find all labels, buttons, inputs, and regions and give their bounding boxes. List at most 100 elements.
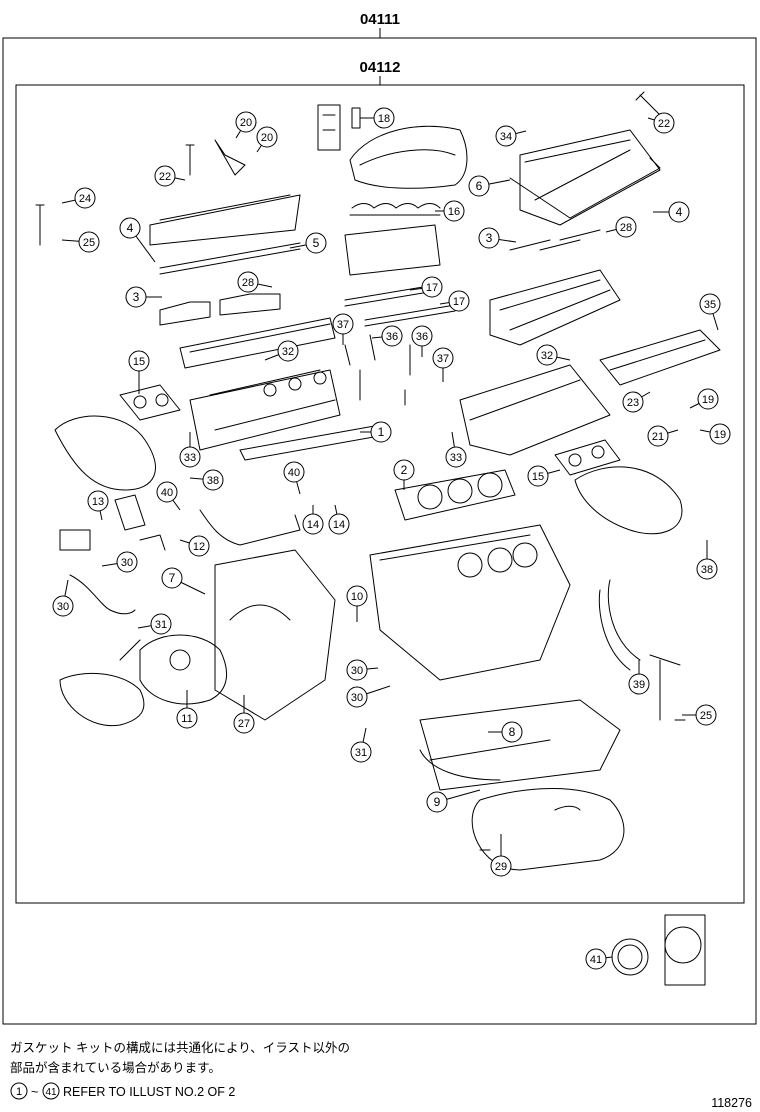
callout-33: 33	[179, 432, 201, 468]
callout-number: 1	[378, 425, 385, 439]
callout-number: 7	[169, 571, 176, 585]
callout-number: 5	[313, 236, 320, 250]
callout-22: 22	[647, 112, 675, 134]
callout-circle	[647, 425, 669, 447]
refer-tilde: ~	[31, 1085, 38, 1099]
callout-25: 25	[61, 231, 100, 253]
callout-34: 34	[495, 125, 527, 147]
callout-36: 36	[371, 325, 403, 347]
callout-number: 12	[193, 541, 205, 553]
callout-38: 38	[189, 469, 224, 491]
callout-circle	[161, 567, 183, 589]
callout-circle	[490, 855, 512, 877]
callout-circle	[87, 490, 109, 512]
callout-circle	[188, 535, 210, 557]
callout-circle	[125, 286, 147, 308]
callout-4: 4	[653, 201, 690, 223]
callout-number: 38	[207, 475, 219, 487]
callout-16: 16	[435, 200, 465, 222]
callout-9: 9	[426, 789, 481, 813]
callout-number: 16	[448, 206, 460, 218]
callout-circle	[697, 388, 719, 410]
callout-17: 17	[409, 276, 443, 298]
callout-number: 39	[633, 679, 645, 691]
callout-1: 1	[360, 421, 392, 443]
callout-circle	[536, 344, 558, 366]
callout-number: 25	[700, 710, 712, 722]
callout-circle	[448, 290, 470, 312]
callout-number: 35	[704, 299, 716, 311]
callout-30: 30	[346, 685, 391, 708]
callout-number: 22	[159, 171, 171, 183]
callout-38: 38	[696, 540, 718, 580]
callout-15: 15	[527, 465, 561, 487]
callout-circle	[346, 686, 368, 708]
callout-number: 30	[351, 692, 363, 704]
callout-number: 19	[702, 394, 714, 406]
callout-circle	[668, 201, 690, 223]
callout-circle	[350, 741, 372, 763]
callout-circle	[622, 391, 644, 413]
callout-4: 4	[119, 217, 156, 263]
callout-circle	[74, 187, 96, 209]
callout-24: 24	[61, 187, 96, 209]
callout-40: 40	[156, 481, 181, 511]
callout-number: 30	[57, 601, 69, 613]
callout-circle	[156, 481, 178, 503]
callout-circle	[695, 704, 717, 726]
callout-number: 36	[386, 331, 398, 343]
callout-circle	[302, 513, 324, 535]
callout-number: 20	[240, 117, 252, 129]
callout-number: 18	[378, 113, 390, 125]
callout-31: 31	[350, 727, 372, 763]
callout-41: 41	[585, 948, 613, 970]
callout-number: 17	[426, 282, 438, 294]
callout-number: 21	[652, 431, 664, 443]
callout-8: 8	[488, 721, 523, 743]
callout-33: 33	[445, 431, 467, 468]
callout-number: 38	[701, 564, 713, 576]
callout-circle	[235, 111, 257, 133]
callout-28: 28	[237, 271, 273, 293]
callout-circle	[78, 231, 100, 253]
callout-number: 36	[416, 331, 428, 343]
callout-30: 30	[346, 659, 379, 681]
refer-to-number: 41	[45, 1087, 57, 1098]
callout-28: 28	[605, 216, 637, 238]
callout-20: 20	[256, 126, 278, 153]
callout-circle	[445, 446, 467, 468]
callout-number: 11	[181, 713, 192, 725]
callout-circle	[709, 423, 731, 445]
callout-circle	[346, 659, 368, 681]
callout-number: 33	[450, 452, 462, 464]
callout-circle	[277, 340, 299, 362]
callout-7: 7	[161, 567, 206, 595]
callout-circle	[176, 707, 198, 729]
callout-number: 10	[351, 591, 363, 603]
callout-number: 25	[83, 237, 95, 249]
callout-19: 19	[689, 388, 719, 410]
callout-circle	[495, 125, 517, 147]
callout-number: 4	[127, 221, 134, 235]
callout-36: 36	[411, 325, 433, 357]
callout-30: 30	[52, 579, 74, 617]
callout-number: 31	[355, 747, 367, 759]
callout-number: 3	[486, 231, 493, 245]
callout-6: 6	[468, 175, 511, 197]
callout-11: 11	[176, 690, 198, 729]
callout-number: 22	[658, 118, 670, 130]
callout-circle	[699, 293, 721, 315]
callout-number: 23	[627, 397, 639, 409]
callout-circle	[119, 217, 141, 239]
callout-number: 3	[133, 290, 140, 304]
callout-10: 10	[346, 585, 368, 622]
callout-22: 22	[154, 165, 186, 187]
callout-number: 14	[333, 519, 345, 531]
callout-2: 2	[393, 459, 415, 490]
refer-text: REFER TO ILLUST NO.2 OF 2	[63, 1085, 235, 1099]
callout-30: 30	[101, 551, 138, 573]
callout-circle	[443, 200, 465, 222]
callout-number: 30	[121, 557, 133, 569]
callout-number: 32	[541, 350, 553, 362]
callout-15: 15	[128, 350, 150, 394]
